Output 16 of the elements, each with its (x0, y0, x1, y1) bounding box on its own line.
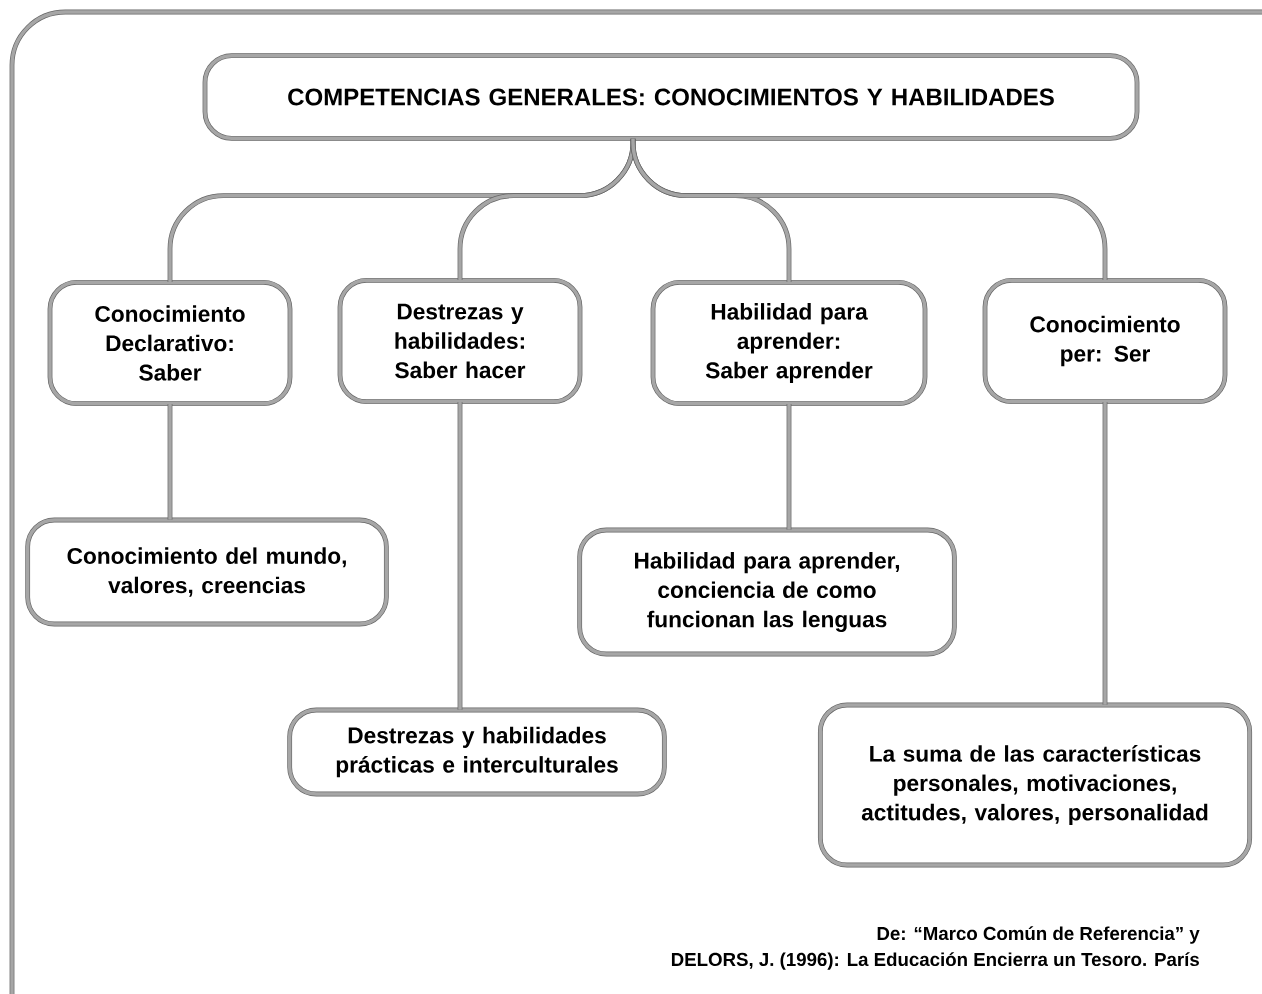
concept-box: COMPETENCIAS GENERALES: CONOCIMIENTOS Y HABILIDADES (202, 53, 1140, 141)
concept-box: Destrezas y habilidades: Saber hacer (337, 277, 583, 405)
concept-box: Conocimiento per: Ser (982, 277, 1228, 405)
concept-box: Conocimiento del mundo, valores, creencias (25, 517, 389, 627)
concept-box: Destrezas y habilidades prácticas e interculturales (287, 707, 667, 797)
connector (1102, 402, 1108, 705)
connector (630, 138, 1108, 280)
connector (457, 402, 463, 710)
concept-box: Habilidad para aprender, conciencia de como funcionan las lenguas (577, 527, 957, 657)
concept-box: La suma de las características personales, motivaciones, actitudes, valores, personalidad (817, 702, 1253, 868)
concept-box: Conocimiento Declarativo: Saber (47, 279, 293, 407)
connector (167, 404, 173, 520)
source-note: De: “Marco Común de Referencia” y (877, 926, 1200, 944)
concept-box: Habilidad para aprender: Saber aprender (650, 279, 928, 407)
source-note: DELORS, J. (1996): La Educación Encierra un Tesoro. París (671, 952, 1199, 970)
connector (786, 404, 792, 530)
